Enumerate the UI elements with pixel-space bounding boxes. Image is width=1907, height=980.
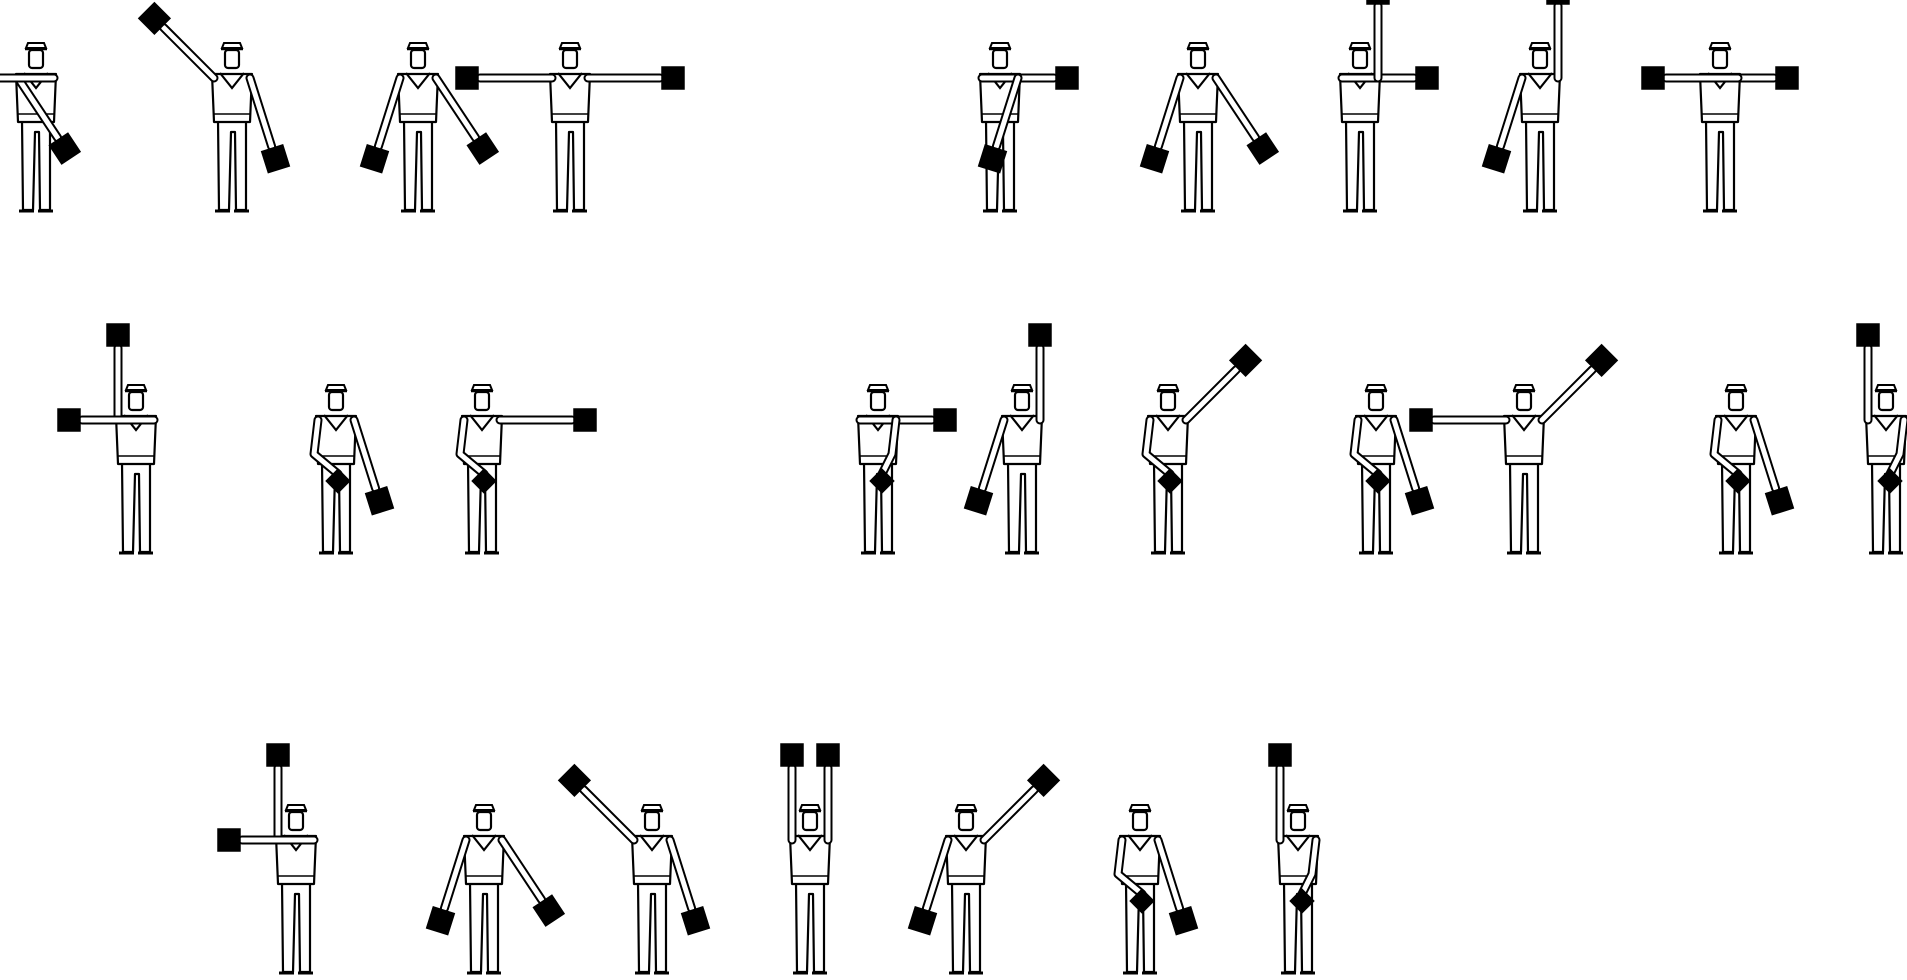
head bbox=[225, 50, 239, 68]
head bbox=[1713, 50, 1727, 68]
right-flag bbox=[267, 744, 289, 766]
head bbox=[1161, 392, 1175, 410]
right-flag bbox=[456, 67, 478, 89]
head bbox=[1369, 392, 1383, 410]
sailor-cap bbox=[26, 43, 46, 48]
sailor-cap bbox=[868, 385, 888, 390]
sailor-cap bbox=[1876, 385, 1896, 390]
sailor-cap bbox=[1188, 43, 1208, 48]
head bbox=[129, 392, 143, 410]
left-flag bbox=[1029, 324, 1051, 346]
right-flag bbox=[1269, 744, 1291, 766]
head bbox=[289, 812, 303, 830]
head bbox=[477, 812, 491, 830]
sailor-cap bbox=[1726, 385, 1746, 390]
head bbox=[411, 50, 425, 68]
head bbox=[1879, 392, 1893, 410]
left-flag bbox=[1642, 67, 1664, 89]
right-flag bbox=[934, 409, 956, 431]
sailor-cap bbox=[990, 43, 1010, 48]
head bbox=[1729, 392, 1743, 410]
head bbox=[1015, 392, 1029, 410]
sailor-cap bbox=[222, 43, 242, 48]
right-flag bbox=[1410, 409, 1432, 431]
sailor-cap bbox=[1710, 43, 1730, 48]
left-flag bbox=[58, 409, 80, 431]
sailor-cap bbox=[474, 805, 494, 810]
right-flag bbox=[781, 744, 803, 766]
right-flag bbox=[1857, 324, 1879, 346]
sailor-cap bbox=[408, 43, 428, 48]
head bbox=[993, 50, 1007, 68]
head bbox=[959, 812, 973, 830]
left-flag bbox=[662, 67, 684, 89]
sailor-cap bbox=[1366, 385, 1386, 390]
left-flag bbox=[218, 829, 240, 851]
sailor-cap bbox=[1350, 43, 1370, 48]
jumper bbox=[212, 74, 252, 122]
jumper bbox=[550, 74, 590, 122]
head bbox=[1517, 392, 1531, 410]
right-flag bbox=[1056, 67, 1078, 89]
jumper bbox=[1178, 74, 1218, 122]
head bbox=[803, 812, 817, 830]
head bbox=[1533, 50, 1547, 68]
left-flag bbox=[1367, 0, 1389, 4]
head bbox=[329, 392, 343, 410]
right-flag bbox=[1416, 67, 1438, 89]
sailor-cap bbox=[1158, 385, 1178, 390]
sailor-cap bbox=[1012, 385, 1032, 390]
jumper bbox=[398, 74, 438, 122]
right-flag bbox=[107, 324, 129, 346]
head bbox=[475, 392, 489, 410]
sailor-cap bbox=[1514, 385, 1534, 390]
sailor-cap bbox=[800, 805, 820, 810]
right-flag bbox=[1776, 67, 1798, 89]
sailor-cap bbox=[642, 805, 662, 810]
sailor-cap bbox=[1288, 805, 1308, 810]
left-flag bbox=[1547, 0, 1569, 4]
head bbox=[1133, 812, 1147, 830]
head bbox=[1191, 50, 1205, 68]
sailor-cap bbox=[472, 385, 492, 390]
left-flag bbox=[817, 744, 839, 766]
sailor-cap bbox=[560, 43, 580, 48]
sailor-cap bbox=[286, 805, 306, 810]
left-flag bbox=[574, 409, 596, 431]
sailor-cap bbox=[1530, 43, 1550, 48]
head bbox=[29, 50, 43, 68]
sailor-cap bbox=[1130, 805, 1150, 810]
sailor-cap bbox=[326, 385, 346, 390]
head bbox=[1291, 812, 1305, 830]
head bbox=[563, 50, 577, 68]
head bbox=[645, 812, 659, 830]
sailor-cap bbox=[126, 385, 146, 390]
head bbox=[1353, 50, 1367, 68]
sailor-cap bbox=[956, 805, 976, 810]
jumper bbox=[1520, 74, 1560, 122]
head bbox=[871, 392, 885, 410]
